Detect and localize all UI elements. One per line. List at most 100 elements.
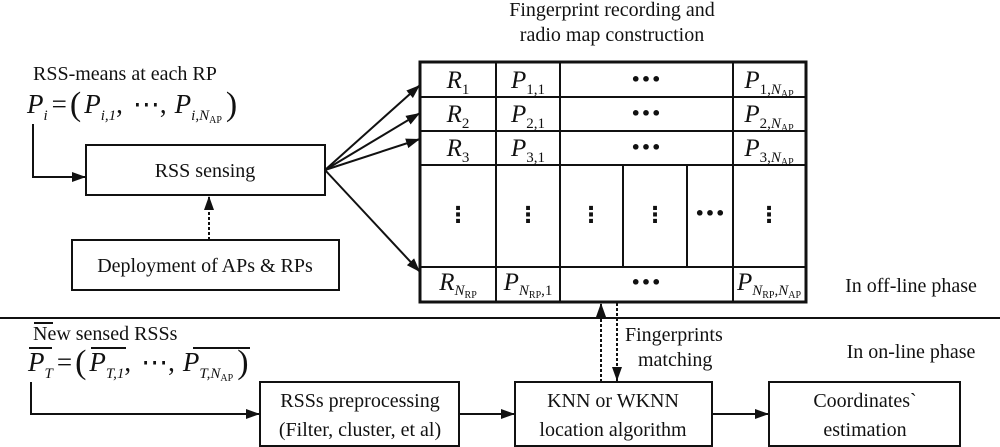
rss-means-to-sensing-arrow	[32, 124, 86, 182]
vertical-ellipsis: ⋮	[447, 203, 469, 228]
rss-sensing-label: RSS sensing	[155, 160, 256, 182]
rss-subindex: RP	[529, 290, 542, 301]
formula-subscript: i,1	[101, 108, 116, 124]
last-ap-cell: P1,NAP	[743, 67, 794, 100]
rss-subindex: RP	[762, 290, 775, 301]
rss-subindex: AP	[781, 123, 794, 134]
knn-box	[514, 381, 713, 447]
rp-symbol: R	[438, 269, 454, 296]
rp-index: 1	[462, 82, 470, 98]
rss-index: N	[751, 283, 763, 299]
formula-ellipsis: ⋯	[141, 347, 168, 377]
rss-symbol: P	[510, 67, 526, 94]
online-phase-label: In on-line phase	[847, 341, 976, 363]
formula-symbol: P	[182, 347, 200, 377]
formula-subscript: i,	[191, 108, 199, 124]
rp-fingerprint-formula: Pi=(Pi,1,⋯,Pi,NAP)	[26, 86, 237, 126]
formula-symbol: P	[83, 89, 101, 119]
middle-ellipsis-cell: •••	[631, 104, 662, 123]
formula-comma: ,	[124, 347, 131, 377]
formula-left-paren: (	[75, 344, 86, 381]
formula-comma: ,	[160, 89, 167, 119]
rp-cell: RNRP	[438, 269, 477, 301]
table-gap-row: ⋮ ⋮ ⋮ ⋮ ••• ⋮	[447, 203, 780, 228]
knn-label-line-2: location algorithm	[539, 419, 687, 441]
rss-symbol: P	[743, 67, 759, 94]
rss-symbol: P	[743, 101, 759, 128]
rp-index: N	[454, 283, 466, 299]
table-row-last: RNRP PNRP,1 ••• PNRP,NAP	[438, 269, 801, 301]
rss-index: ,1	[541, 283, 552, 299]
first-ap-cell: PNRP,1	[503, 269, 553, 301]
formula-right-paren: )	[237, 344, 248, 381]
formula-equals: =	[52, 89, 67, 119]
formula-comma: ,	[168, 347, 175, 377]
sensing-to-row-1-arrow	[324, 84, 421, 171]
sensing-to-last-row-arrow	[324, 169, 421, 273]
rss-index: 1,1	[526, 82, 545, 98]
preprocessing-box	[259, 381, 460, 447]
radio-map-table-border	[418, 60, 808, 304]
middle-ellipsis-cell: •••	[631, 70, 662, 89]
rp-index: 2	[462, 116, 470, 132]
rss-index: N	[770, 150, 782, 166]
rp-cell: R3	[446, 135, 470, 166]
first-ap-cell: P2,1	[510, 101, 545, 132]
deployment-box	[71, 239, 340, 291]
rss-index: N	[770, 82, 782, 98]
rss-index: 3,1	[526, 150, 545, 166]
preprocessing-label-line-2: (Filter, cluster, et al)	[279, 419, 441, 441]
rp-cell: R2	[446, 101, 470, 132]
formula-left-paren: (	[70, 86, 81, 123]
vertical-ellipsis: ⋮	[580, 203, 602, 228]
formula-subscript: N	[198, 108, 210, 124]
rss-subindex: AP	[788, 290, 801, 301]
formula-subscript: T	[45, 366, 55, 382]
rss-index: N	[777, 283, 789, 299]
table-row: R1 P1,1 ••• P1,NAP	[446, 67, 794, 100]
formula-comma: ,	[116, 89, 123, 119]
deployment-label: Deployment of APs & RPs	[97, 255, 313, 277]
rss-index: 2,	[760, 116, 771, 132]
rss-subindex: AP	[781, 89, 794, 100]
rp-index: 3	[462, 150, 470, 166]
fingerprints-matching-label-line-1: Fingerprints	[625, 324, 723, 346]
rss-index: N	[518, 283, 530, 299]
new-sensed-rss-label: New sensed RSSs	[33, 323, 178, 345]
vertical-ellipsis: ⋮	[758, 203, 780, 228]
preprocessing-label-line-1: RSSs preprocessing	[280, 390, 439, 412]
first-ap-cell: P3,1	[510, 135, 545, 166]
formula-subscript: T,	[199, 366, 210, 382]
formula-subsubscript: AP	[220, 373, 233, 384]
rss-symbol: P	[736, 269, 752, 296]
middle-ellipsis-cell: •••	[631, 273, 662, 292]
online-rss-formula: PT=(PT,1,⋯,PT,NAP)	[27, 344, 249, 384]
sensing-to-row-3-arrow	[324, 138, 421, 171]
rp-cell: R1	[446, 67, 470, 98]
middle-ellipsis-cell: •••	[631, 138, 662, 157]
formula-subscript: i	[44, 108, 48, 124]
formula-right-paren: )	[226, 86, 237, 123]
rss-index: N	[770, 116, 782, 132]
knn-label-line-1: KNN or WKNN	[547, 390, 679, 412]
rss-subindex: AP	[781, 157, 794, 168]
rp-subindex: RP	[465, 290, 478, 301]
rp-symbol: R	[446, 135, 462, 162]
rss-symbol: P	[510, 101, 526, 128]
rss-symbol: P	[743, 135, 759, 162]
rss-symbol: P	[510, 135, 526, 162]
radio-map-table: R1 P1,1 ••• P1,NAP R2 P2,1 ••• P2,NAP R3…	[418, 60, 808, 304]
horizontal-ellipsis: •••	[695, 204, 726, 223]
formula-subscript: T,1	[106, 366, 124, 382]
coordinates-box	[768, 381, 961, 447]
table-row: R3 P3,1 ••• P3,NAP	[446, 135, 794, 168]
radio-map-title-line-1: Fingerprint recording and	[509, 0, 715, 21]
formula-symbol: P	[88, 347, 106, 377]
rp-symbol: R	[446, 101, 462, 128]
formula-symbol: P	[26, 89, 44, 119]
rss-means-label: RSS-means at each RP	[33, 63, 217, 85]
formula-subscript: N	[209, 366, 221, 382]
coordinates-label-line-2: estimation	[823, 419, 906, 441]
radio-map-title-line-2: radio map construction	[520, 24, 704, 46]
